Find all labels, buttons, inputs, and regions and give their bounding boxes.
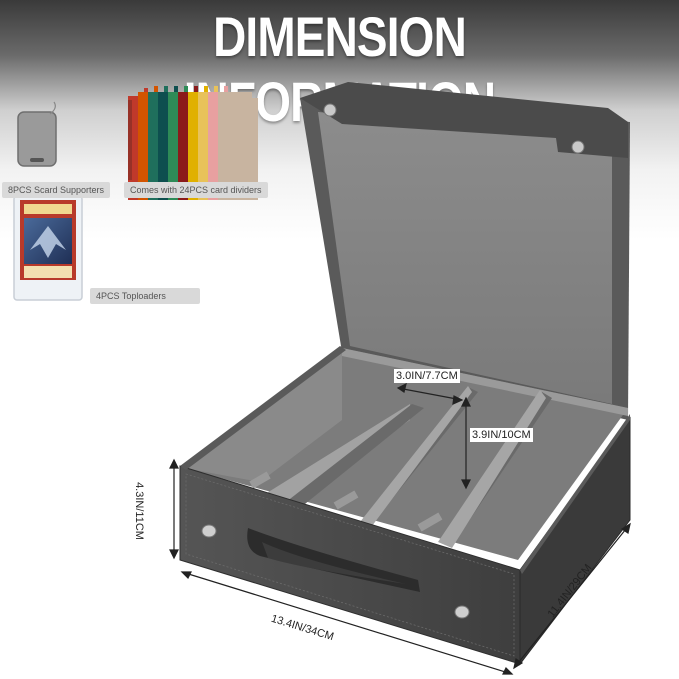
dividers-label: Comes with 24PCS card dividers xyxy=(124,182,268,198)
slot-height-label: 3.9IN/10CM xyxy=(470,428,533,442)
toploader-image xyxy=(13,195,83,301)
card-dividers-image xyxy=(128,86,258,200)
card-supporter-image xyxy=(17,101,57,167)
slot-width-label: 3.0IN/7.7CM xyxy=(394,369,460,383)
box-height-label: 4.3IN/11CM xyxy=(132,482,145,540)
supporters-label: 8PCS Scard Supporters xyxy=(2,182,111,198)
toploaders-label: 4PCS Toploaders xyxy=(90,288,200,304)
